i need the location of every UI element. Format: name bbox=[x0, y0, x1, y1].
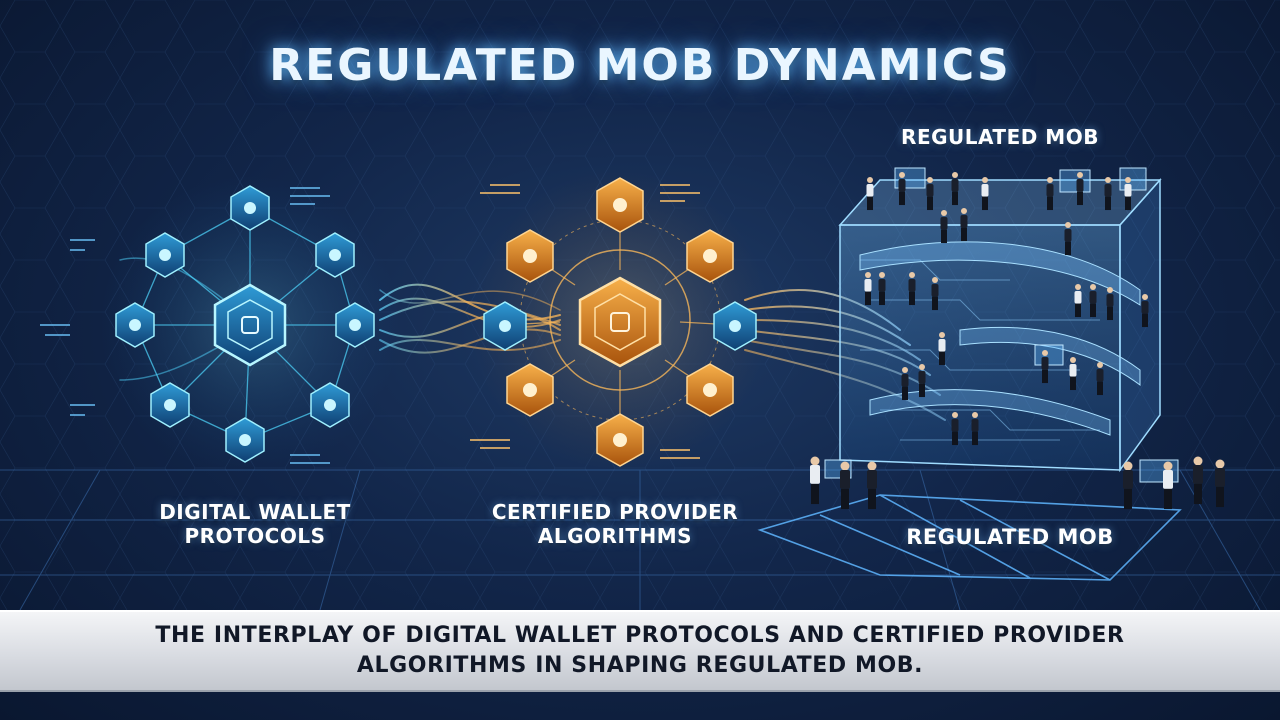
cube-ramp bbox=[859, 241, 1141, 306]
provider-hex-node bbox=[506, 363, 554, 417]
people-crowd bbox=[810, 172, 1225, 510]
person-icon bbox=[1074, 284, 1082, 318]
caption-text: THE INTERPLAY OF DIGITAL WALLET PROTOCOL… bbox=[155, 623, 1125, 678]
person-icon bbox=[951, 412, 959, 446]
regulated-mob-top-label: REGULATED MOB bbox=[901, 125, 1099, 149]
provider-hex-node bbox=[596, 177, 644, 233]
person-icon bbox=[1096, 362, 1104, 396]
wallet-hex-node bbox=[230, 185, 270, 231]
person-icon bbox=[866, 177, 874, 211]
person-icon bbox=[1064, 222, 1072, 256]
regulated-mob-cube bbox=[824, 167, 1179, 483]
cube-floor-tiles bbox=[757, 494, 1182, 581]
person-icon bbox=[1104, 177, 1112, 211]
person-icon bbox=[1046, 177, 1054, 211]
provider-hex-node bbox=[686, 363, 734, 417]
person-icon bbox=[926, 177, 934, 211]
person-icon bbox=[864, 272, 872, 306]
person-icon bbox=[840, 461, 850, 510]
wallet-hex-node bbox=[115, 302, 155, 348]
wallet-hub-node bbox=[213, 283, 287, 367]
wallet-hex-node bbox=[145, 232, 185, 278]
person-icon bbox=[810, 456, 820, 505]
page-title: REGULATED MOB DYNAMICS bbox=[269, 40, 1011, 91]
wallet-hex-node bbox=[310, 382, 350, 428]
person-icon bbox=[1215, 459, 1225, 508]
person-icon bbox=[908, 272, 916, 306]
person-icon bbox=[1076, 172, 1084, 206]
person-icon bbox=[960, 208, 968, 242]
wallet-hex-node bbox=[315, 232, 355, 278]
cube-ramp bbox=[869, 389, 1111, 436]
person-icon bbox=[931, 277, 939, 311]
person-icon bbox=[981, 177, 989, 211]
provider-side-node-blue bbox=[483, 301, 527, 351]
person-icon bbox=[1163, 461, 1173, 510]
person-icon bbox=[918, 364, 926, 398]
person-icon bbox=[938, 332, 946, 366]
person-icon bbox=[1106, 287, 1114, 321]
person-icon bbox=[1141, 294, 1149, 328]
provider-hex-node bbox=[596, 413, 644, 467]
person-icon bbox=[1089, 284, 1097, 318]
certified-provider-algorithms-label: CERTIFIED PROVIDER ALGORITHMS bbox=[491, 500, 739, 548]
digital-wallet-protocols-label: DIGITAL WALLET PROTOCOLS bbox=[159, 500, 351, 548]
person-icon bbox=[951, 172, 959, 206]
caption-band: THE INTERPLAY OF DIGITAL WALLET PROTOCOL… bbox=[0, 610, 1280, 692]
wallet-hex-node bbox=[335, 302, 375, 348]
provider-side-node-blue bbox=[713, 301, 757, 351]
wallet-hex-node bbox=[150, 382, 190, 428]
person-icon bbox=[1041, 350, 1049, 384]
person-icon bbox=[878, 272, 886, 306]
provider-network bbox=[470, 170, 770, 470]
person-icon bbox=[898, 172, 906, 206]
regulated-mob-bottom-label: REGULATED MOB bbox=[906, 525, 1114, 549]
person-icon bbox=[1124, 177, 1132, 211]
wallet-network bbox=[40, 175, 400, 475]
person-icon bbox=[1123, 461, 1133, 510]
person-icon bbox=[867, 461, 877, 510]
person-icon bbox=[971, 412, 979, 446]
wallet-hex-node bbox=[225, 417, 265, 463]
provider-hex-node bbox=[686, 229, 734, 283]
person-icon bbox=[901, 367, 909, 401]
person-icon bbox=[1069, 357, 1077, 391]
person-icon bbox=[1193, 456, 1203, 505]
provider-hex-node bbox=[506, 229, 554, 283]
provider-hub-node bbox=[578, 276, 662, 368]
person-icon bbox=[940, 210, 948, 244]
cube-ramp bbox=[959, 326, 1141, 386]
